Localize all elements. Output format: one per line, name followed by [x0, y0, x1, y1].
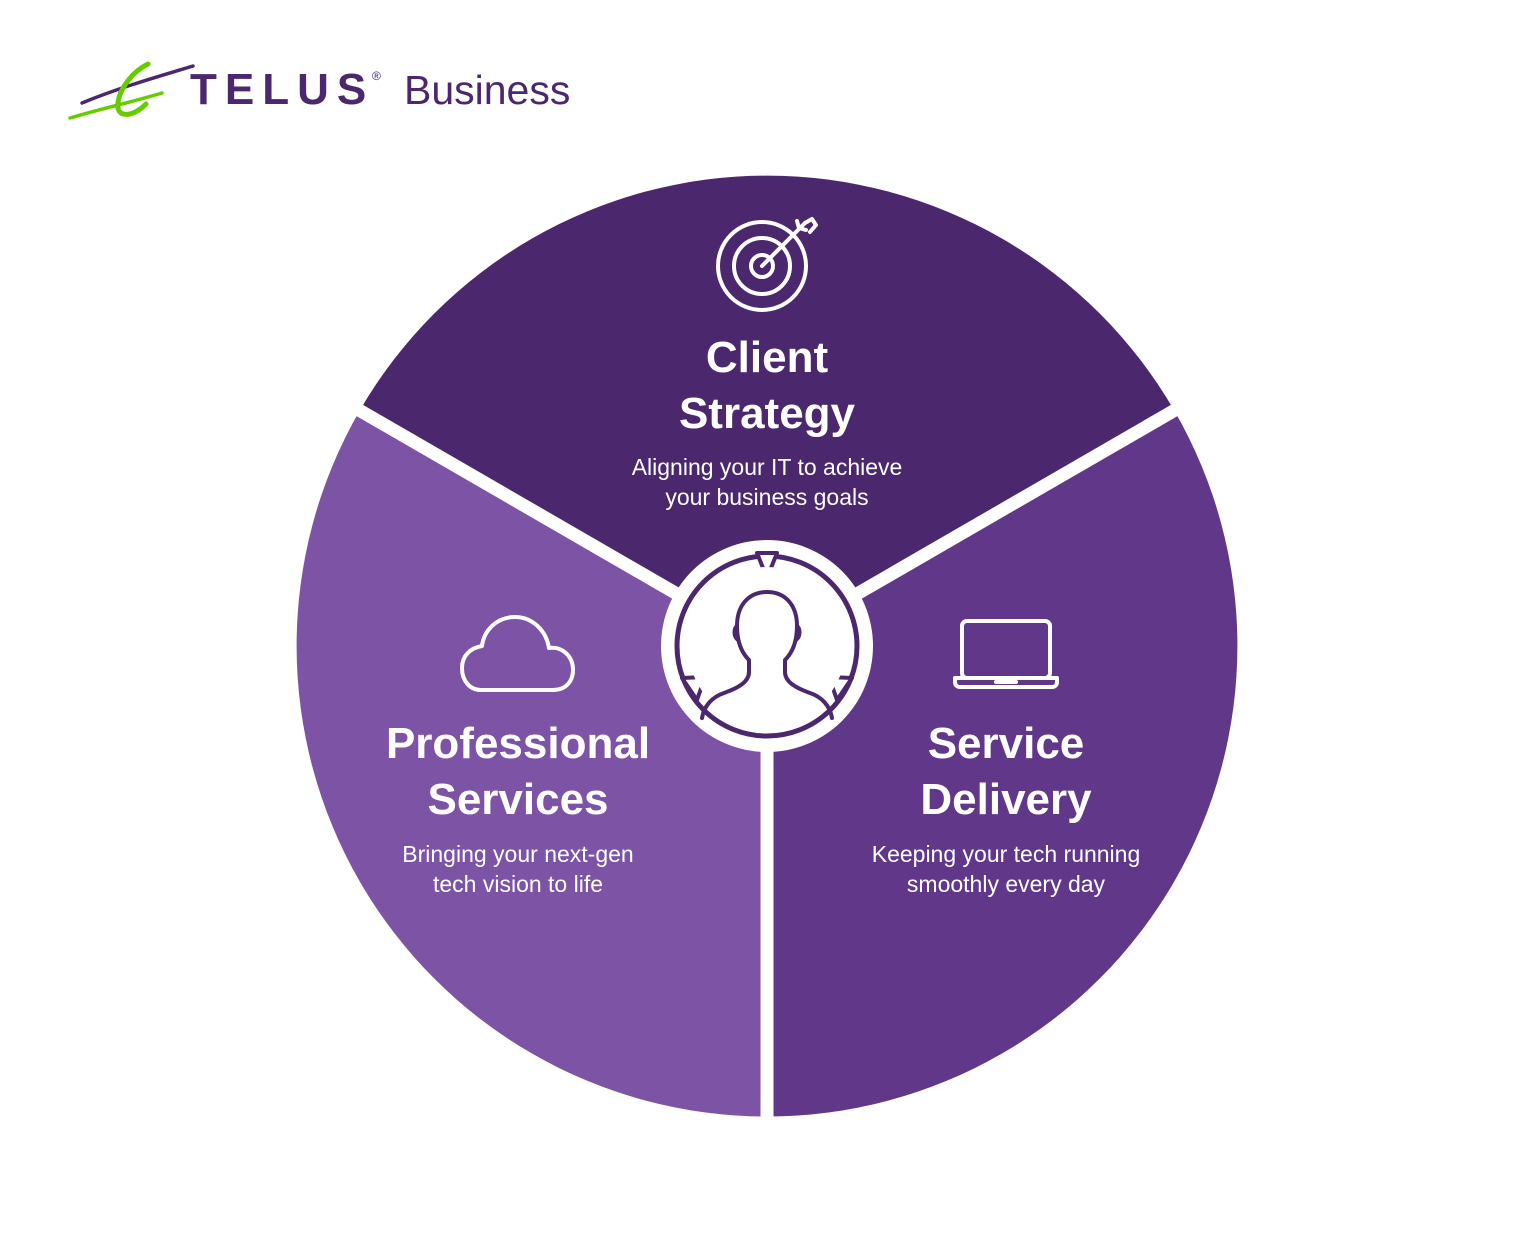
client-strategy-title-line-2: Strategy: [679, 389, 856, 438]
client-strategy-title-line-1: Client: [706, 333, 829, 382]
client-strategy-desc-line-2: your business goals: [665, 484, 868, 510]
brand-division: Business: [404, 67, 570, 113]
telus-swoosh-icon: [68, 61, 195, 120]
professional-services-title-line-1: Professional: [386, 719, 650, 768]
brand-logo: TELUS ® Business: [68, 61, 570, 120]
brand-registered-mark: ®: [372, 69, 381, 83]
person-avatar-icon: [700, 590, 834, 720]
hub-inner-disc: [688, 567, 846, 725]
cloud-icon: [460, 615, 575, 692]
professional-services-desc-line-2: tech vision to life: [433, 871, 603, 897]
segment-client-strategy: [359, 175, 1175, 647]
client-strategy-content: Client Strategy Aligning your IT to achi…: [632, 217, 903, 510]
service-delivery-desc-line-2: smoothly every day: [907, 871, 1106, 897]
service-delivery-content: Service Delivery Keeping your tech runni…: [872, 619, 1141, 897]
professional-services-content: Professional Services Bringing your next…: [386, 615, 650, 897]
service-delivery-title-line-2: Delivery: [920, 775, 1092, 824]
service-wheel: [296, 175, 1238, 1125]
target-arrow-icon: [716, 217, 818, 312]
brand-name: TELUS: [190, 65, 374, 114]
professional-services-title-line-2: Services: [427, 775, 608, 824]
segment-professional-services: [296, 410, 767, 1117]
client-strategy-desc-line-1: Aligning your IT to achieve: [632, 454, 903, 480]
laptop-icon: [953, 619, 1059, 689]
segment-service-delivery: [767, 410, 1238, 1117]
professional-services-desc-line-1: Bringing your next-gen: [402, 841, 633, 867]
central-hub: [661, 540, 873, 752]
service-delivery-desc-line-1: Keeping your tech running: [872, 841, 1141, 867]
service-delivery-title-line-1: Service: [928, 719, 1085, 768]
